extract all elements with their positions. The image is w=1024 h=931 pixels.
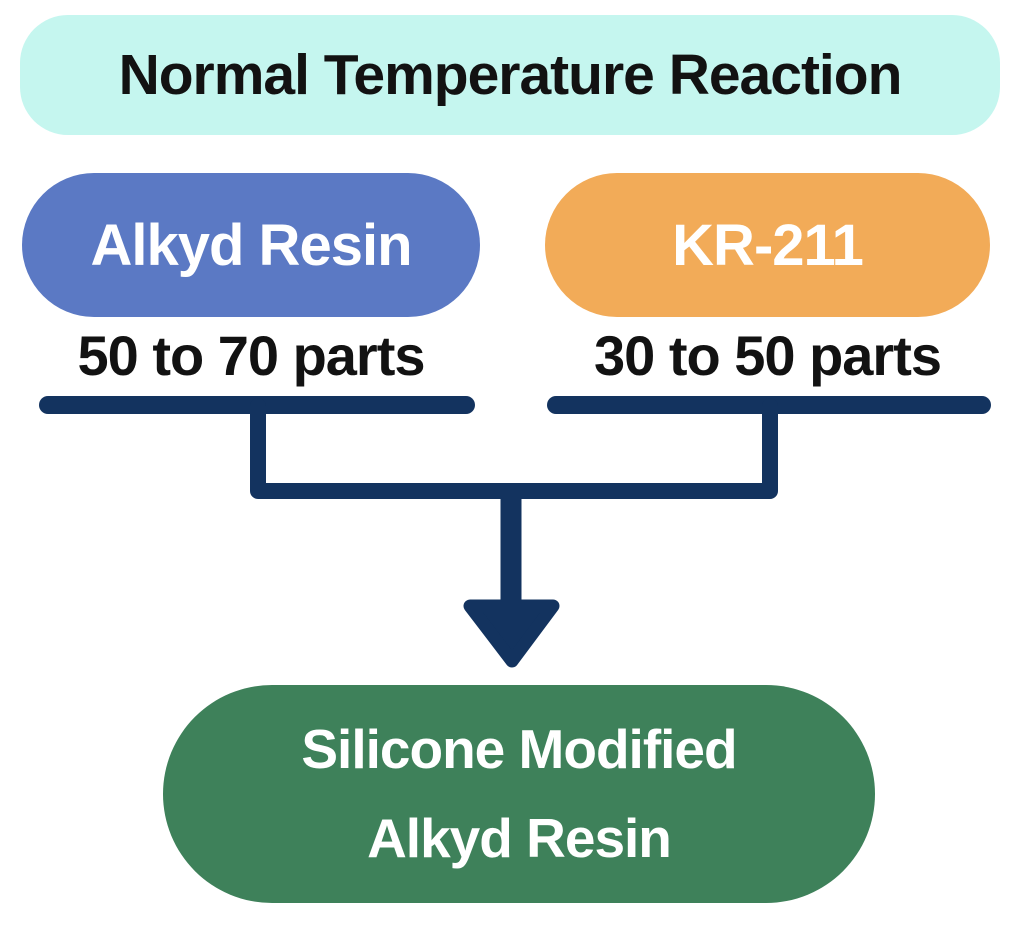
merge-bracket [250, 398, 778, 499]
title-banner: Normal Temperature Reaction [20, 15, 1000, 135]
output-label-line1: Silicone Modified [301, 717, 737, 780]
input-node-kr211: KR-211 [545, 173, 990, 317]
input-node-alkyd-resin-label: Alkyd Resin [90, 212, 413, 278]
amount-kr211: 30 to 50 parts [593, 323, 942, 387]
diagram-title: Normal Temperature Reaction [118, 43, 903, 107]
output-label-line2: Alkyd Resin [367, 807, 672, 869]
merge-connector [39, 396, 991, 668]
arrow-head-icon [463, 599, 560, 668]
amount-alkyd-resin: 50 to 70 parts [77, 323, 425, 387]
output-node-silicone-modified-alkyd-resin: Silicone Modified Alkyd Resin [163, 685, 875, 903]
input-node-alkyd-resin: Alkyd Resin [22, 173, 480, 317]
input-node-kr211-label: KR-211 [672, 212, 864, 278]
